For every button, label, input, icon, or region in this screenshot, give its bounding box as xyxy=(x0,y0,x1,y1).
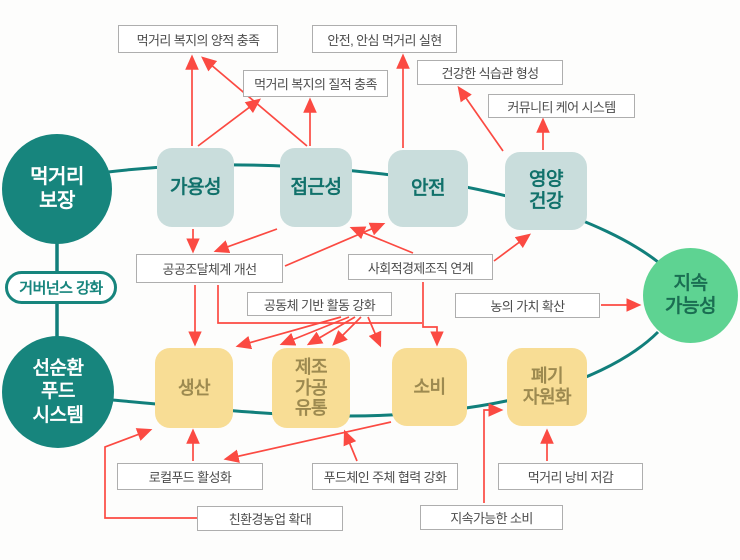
circle-sustainability: 지속 가능성 xyxy=(643,248,738,343)
pillar-accessibility: 접근성 xyxy=(280,148,352,227)
red-arrows xyxy=(104,53,642,519)
label-quantitative-welfare: 먹거리 복지의 양적 충족 xyxy=(118,25,278,53)
label-local-food-activation: 로컬푸드 활성화 xyxy=(117,463,263,490)
label-healthy-eating-habits: 건강한 식습관 형성 xyxy=(417,60,563,85)
label-public-procurement: 공공조달체계 개선 xyxy=(136,254,283,283)
label-agri-value-spread: 농의 가치 확산 xyxy=(455,293,600,318)
label-eco-agriculture-expansion: 친환경농업 확대 xyxy=(197,506,343,531)
pillar-safety: 안전 xyxy=(388,150,468,227)
label-qualitative-welfare: 먹거리 복지의 질적 충족 xyxy=(243,70,388,97)
stage-consumption: 소비 xyxy=(392,348,467,426)
label-sustainable-consumption: 지속가능한 소비 xyxy=(420,505,563,530)
stage-processing-distribution: 제조 가공 유통 xyxy=(272,348,350,428)
pillar-nutrition-health: 영양 건강 xyxy=(505,152,587,230)
label-community-care-system: 커뮤니티 케어 시스템 xyxy=(488,94,635,118)
pillar-availability: 가용성 xyxy=(157,148,234,227)
label-social-economy-link: 사회적경제조직 연계 xyxy=(348,254,493,280)
stage-production: 생산 xyxy=(155,348,233,428)
label-safe-food-realization: 안전, 안심 먹거리 실현 xyxy=(312,25,457,53)
label-food-waste-reduction: 먹거리 낭비 저감 xyxy=(498,463,643,490)
circle-food-security: 먹거리 보장 xyxy=(2,134,112,244)
label-food-chain-cooperation: 푸드체인 주체 협력 강화 xyxy=(312,463,458,490)
circle-virtuous-food-system: 선순환 푸드 시스템 xyxy=(2,336,114,448)
stage-waste-recycling: 폐기 자원화 xyxy=(507,348,587,426)
label-community-based-activity: 공동체 기반 활동 강화 xyxy=(247,292,392,316)
governance-badge: 거버넌스 강화 xyxy=(5,271,117,304)
